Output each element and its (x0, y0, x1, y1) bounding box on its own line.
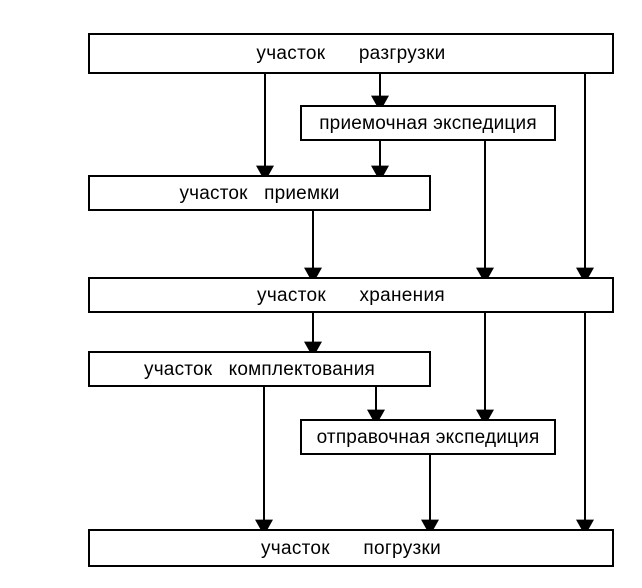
node-unloading-label: участок разгрузки (256, 43, 446, 64)
node-loading: участок погрузки (88, 529, 614, 567)
node-storage-label: участок хранения (257, 284, 445, 306)
node-dispatch-expedition: отправочная экспедиция (300, 419, 556, 455)
node-picking-label: участок комплектования (144, 358, 375, 380)
node-dispatch-expedition-label: отправочная экспедиция (316, 426, 540, 448)
node-storage: участок хранения (88, 277, 614, 313)
node-receiving-expedition: приемочная экспедиция (300, 105, 556, 141)
node-acceptance: участок приемки (88, 175, 431, 211)
node-acceptance-label: участок приемки (179, 182, 340, 204)
node-unloading: участок разгрузки (88, 33, 614, 74)
edge-group (255, 74, 594, 536)
node-picking: участок комплектования (88, 351, 431, 387)
node-receiving-expedition-label: приемочная экспедиция (319, 112, 537, 134)
node-loading-label: участок погрузки (260, 537, 442, 559)
